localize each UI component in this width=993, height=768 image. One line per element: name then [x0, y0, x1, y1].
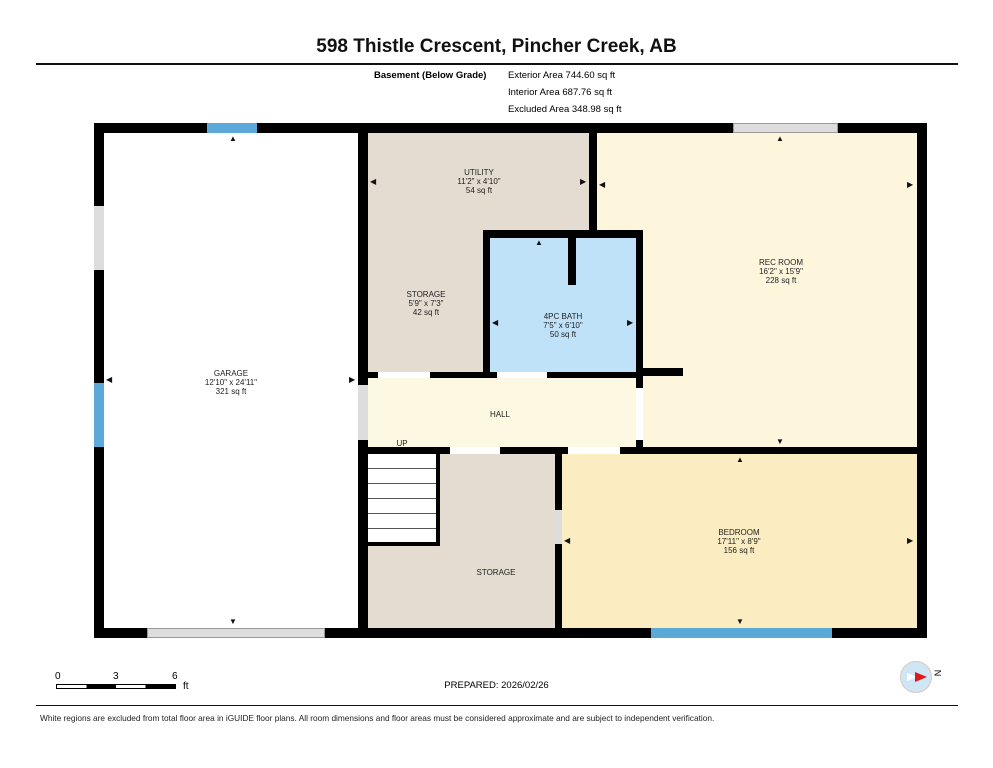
room-area: 54 sq ft	[465, 186, 493, 195]
scale-tick-6: 6	[172, 671, 178, 682]
excluded-area: Excluded Area 348.98 sq ft	[508, 104, 622, 115]
level-name: Basement (Below Grade)	[374, 70, 487, 81]
room-name: UTILITY	[464, 168, 494, 177]
room-dims: 11'2" x 4'10"	[457, 177, 501, 186]
room-name: 4PC BATH	[543, 312, 583, 321]
window	[147, 628, 325, 638]
footer-rule	[36, 705, 958, 706]
room-dims: 5'9" x 7'3"	[408, 299, 444, 308]
header-rule	[36, 63, 958, 65]
room-area: 42 sq ft	[412, 308, 440, 317]
dimension-arrow-icon: ◀	[599, 180, 606, 189]
room-dims: 7'5" x 6'10"	[543, 321, 583, 330]
hall-door[interactable]	[358, 385, 368, 440]
scale-bar	[56, 684, 176, 689]
dimension-arrow-icon: ▼	[229, 617, 237, 626]
window	[207, 123, 257, 133]
wall	[483, 230, 490, 378]
rec-room	[597, 133, 917, 447]
dimension-arrow-icon: ▶	[349, 375, 356, 384]
dimension-arrow-icon: ◀	[564, 536, 571, 545]
dimension-arrow-icon: ▲	[776, 134, 784, 143]
window	[651, 628, 832, 638]
wall	[94, 628, 927, 638]
dimension-arrow-icon: ▼	[736, 617, 744, 626]
garage-room	[104, 133, 360, 628]
window	[94, 383, 104, 447]
room-name: BEDROOM	[718, 528, 760, 537]
compass-north-label: N	[932, 669, 943, 677]
dimension-arrow-icon: ◀	[106, 375, 113, 384]
exterior-door[interactable]	[94, 206, 104, 270]
dimension-arrow-icon: ▲	[736, 455, 744, 464]
wall	[94, 123, 104, 638]
stairs	[368, 454, 440, 546]
room-name: STORAGE	[406, 290, 446, 299]
wall	[643, 368, 683, 376]
hall-room	[368, 378, 638, 447]
room-dims: 17'11" x 8'9"	[717, 537, 761, 546]
dimension-arrow-icon: ◀	[492, 318, 499, 327]
bath-room	[490, 238, 636, 372]
prepared-date: PREPARED: 2026/02/26	[444, 680, 549, 691]
room-dims: 12'10" x 24'11"	[204, 378, 258, 387]
wall	[636, 230, 643, 447]
room-area: 228 sq ft	[765, 276, 797, 285]
dimension-arrow-icon: ▶	[907, 180, 914, 189]
room-area: 50 sq ft	[549, 330, 577, 339]
dimension-arrow-icon: ▼	[776, 437, 784, 446]
dimension-arrow-icon: ◀	[370, 177, 377, 186]
wall	[917, 123, 927, 638]
room-name: GARAGE	[213, 369, 249, 378]
dimension-arrow-icon: ▲	[229, 134, 237, 143]
window	[733, 123, 838, 133]
scale-tick-0: 0	[55, 671, 61, 682]
disclaimer: White regions are excluded from total fl…	[40, 713, 715, 723]
compass-icon	[900, 661, 932, 693]
dimension-arrow-icon: ▶	[907, 536, 914, 545]
room-area: 321 sq ft	[215, 387, 247, 396]
page-title: 598 Thistle Crescent, Pincher Creek, AB	[316, 36, 677, 57]
dimension-arrow-icon: ▶	[580, 177, 587, 186]
room-name: REC ROOM	[759, 258, 803, 267]
dimension-arrow-icon: ▶	[627, 318, 634, 327]
storage-lower-label: STORAGE	[476, 568, 516, 577]
room-dims: 16'2" x 15'9"	[759, 267, 803, 276]
scale-unit: ft	[183, 681, 189, 692]
bedroom-room	[562, 454, 917, 628]
interior-area: Interior Area 687.76 sq ft	[508, 87, 613, 98]
wall	[358, 123, 368, 638]
bedroom-door[interactable]	[568, 447, 620, 454]
wall	[368, 447, 927, 454]
wall	[483, 230, 643, 238]
storage-lower-door[interactable]	[450, 447, 500, 454]
hall-label: HALL	[489, 410, 511, 419]
bath-door[interactable]	[497, 372, 547, 378]
wall	[94, 123, 927, 133]
wall	[568, 238, 576, 285]
rec-door[interactable]	[636, 388, 643, 440]
dimension-arrow-icon: ▲	[535, 238, 543, 247]
storage-door[interactable]	[378, 372, 430, 378]
exterior-area: Exterior Area 744.60 sq ft	[508, 70, 616, 81]
scale-tick-3: 3	[113, 671, 119, 682]
storage-lower-door-2[interactable]	[555, 510, 562, 544]
wall	[589, 123, 597, 230]
stairs-up-label: UP	[396, 439, 408, 448]
room-area: 156 sq ft	[723, 546, 755, 555]
